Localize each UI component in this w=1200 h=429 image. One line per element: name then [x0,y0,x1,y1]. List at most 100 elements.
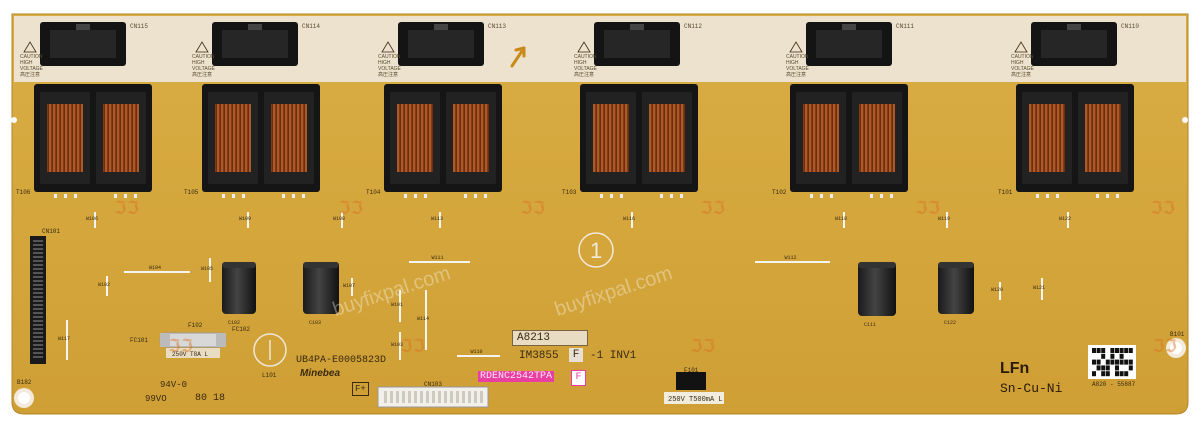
transformer-pin [404,194,407,198]
connector-ref-label: CN113 [488,23,506,30]
capacitor-ref-label: C102 [228,320,240,326]
transformer-coil [397,104,433,172]
wire-ref-label: W104 [149,265,161,271]
transformer-pin [232,194,235,198]
transformer-pin [600,194,603,198]
qr-module [1096,348,1101,353]
qr-module [1115,371,1119,377]
transformer-pin [1056,194,1059,198]
connector-pin [420,391,423,403]
wire-ref-label: W103 [391,342,403,348]
transformer-pin [660,194,663,198]
transformer-pin [134,194,137,198]
transformer-ref-label: T106 [16,189,31,196]
lamp-connector-socket [408,30,474,58]
transformer-pin [1116,194,1119,198]
lamp-connector-socket [604,30,670,58]
logo-watermark: ℑℑ [1150,198,1175,219]
qr-module [1115,348,1119,353]
connector-pin [474,391,477,403]
maker-label: Minebea [300,368,341,379]
fuse-right-ref: F101 [684,367,699,374]
qr-module [1110,348,1115,353]
transformer-pin [1106,194,1109,198]
connector-pin [438,391,441,403]
lamp-connector-latch [842,24,856,30]
connector-pin [414,391,417,403]
caution-label: VOLTAGE [786,66,810,72]
fuse-left-ref3: FC102 [232,326,251,333]
connector-pin [33,320,43,322]
transformer-coil [103,104,139,172]
qr-module [1105,371,1110,377]
wire-ref-label: W117 [58,336,70,342]
connector-pin [33,268,43,270]
connector-pin [33,316,43,318]
fuse-cap [216,333,226,347]
wire-ref-label: W101 [391,302,403,308]
transformer-ref-label: T103 [562,189,577,196]
caution-label: HIGH [574,60,587,66]
model-suffix-f: F [569,348,583,362]
transformer-pin [64,194,67,198]
transformer-pin [222,194,225,198]
caution-label: 高圧注意 [20,71,40,78]
screw-left-label: B182 [17,379,32,386]
qr-module [1128,359,1133,365]
transformer-pin [670,194,673,198]
connector-pin [33,284,43,286]
transformer-ref-label: T101 [998,189,1013,196]
connector-pin [33,244,43,246]
transformer-pin [870,194,873,198]
qr-module [1101,348,1106,353]
connector-pin [33,308,43,310]
connector-pin [450,391,453,403]
lamp-connector-socket [50,30,116,58]
capacitor-top [858,262,896,268]
lamp-connector-socket [1041,30,1107,58]
warning-triangle-icon [577,41,591,53]
connector-pin [33,296,43,298]
wire-ref-label: W110 [471,349,483,355]
caution-label: HIGH [192,60,205,66]
lamp-connector-latch [630,24,644,30]
qr-module [1092,371,1096,377]
transformer-pin [424,194,427,198]
connector-pin [33,260,43,262]
qr-module [1101,353,1106,359]
connector-pin [33,280,43,282]
transformer-pin [1036,194,1039,198]
qr-module [1124,371,1129,377]
transformer-pin [1096,194,1099,198]
warning-triangle-icon [1014,41,1028,53]
connector-pin [456,391,459,403]
connector-pin [33,240,43,242]
logo-watermark: ℑℑ [338,198,363,219]
connector-pin [33,324,43,326]
caution-label: 高圧注意 [192,71,212,78]
connector-pin [390,391,393,403]
caution-label: CAUTION [786,54,809,60]
warning-triangle-icon [789,41,803,53]
model-line-label: IM3855 [519,350,559,362]
board-hole [1182,117,1188,123]
transformer-pin [890,194,893,198]
qr-module [1124,359,1129,365]
screw-hole [1170,342,1182,354]
qr-module [1096,359,1101,365]
connector-pin [468,391,471,403]
lead-free-mark: LFn [1000,360,1030,377]
transformer-coil [1029,104,1065,172]
lead-free-alloy: Sn-Cu-Ni [1000,381,1063,396]
connector-pin [33,312,43,314]
qr-module [1092,348,1096,353]
lamp-connector-latch [248,24,262,30]
wire-ref-label: W102 [98,282,110,288]
board-hole [11,117,17,123]
electrolytic-capacitor [222,262,256,314]
screw-hole [18,392,30,404]
connector-pin [33,344,43,346]
wire-ref-label: W120 [991,287,1003,293]
transformer-pin [242,194,245,198]
